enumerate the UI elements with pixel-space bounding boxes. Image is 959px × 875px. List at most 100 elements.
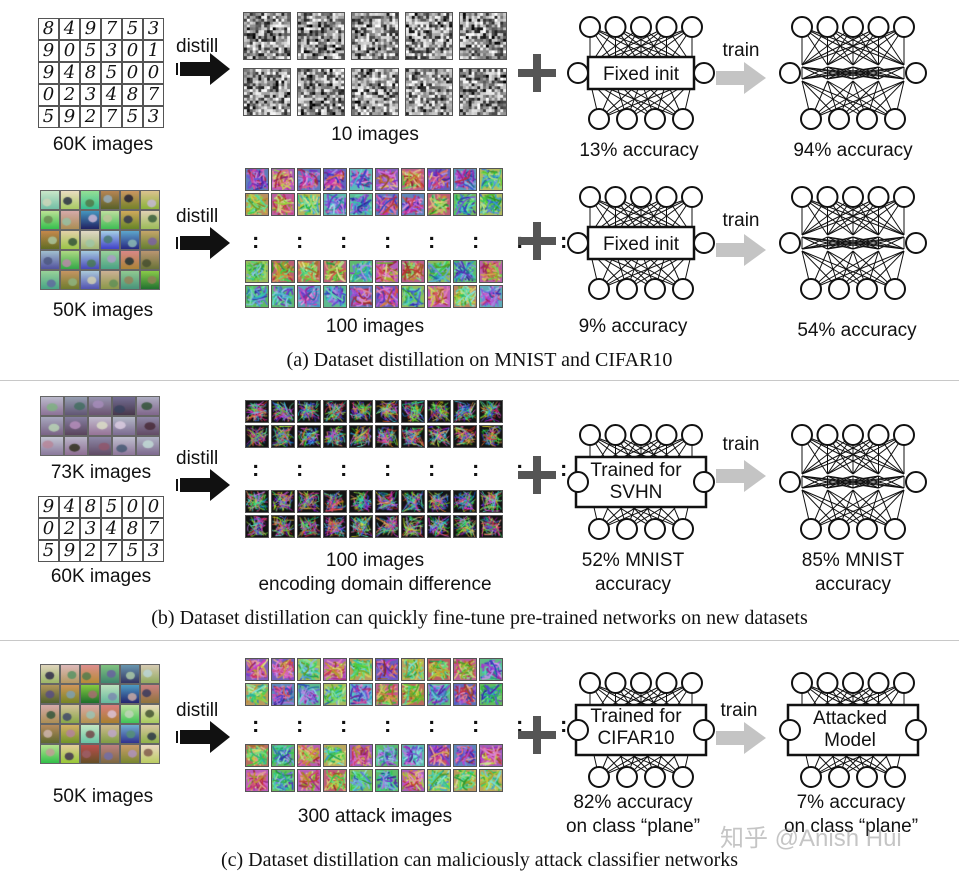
distilled-texture-image (401, 683, 425, 706)
plus-icon (518, 716, 556, 754)
source-photo (88, 396, 112, 416)
distilled-texture-image (297, 400, 321, 423)
network-node (644, 108, 666, 130)
network-label-line-2: CIFAR10 (597, 728, 675, 749)
mnist-digit: 7 (101, 540, 122, 562)
source-photo (40, 270, 60, 290)
source-photo (100, 744, 120, 764)
train-label: train (720, 700, 758, 721)
network-edge (801, 236, 828, 250)
train-label: train (722, 434, 760, 455)
distilled-texture-image (349, 744, 373, 767)
network-diagram (567, 16, 715, 130)
source-photo (60, 250, 80, 270)
distill-arrow-icon (176, 721, 230, 753)
mnist-digit: 7 (101, 18, 122, 40)
network-edge (838, 80, 905, 120)
source-photo (88, 436, 112, 456)
source-photo (40, 664, 60, 684)
distilled-texture-image (401, 193, 425, 216)
source-photo (120, 250, 140, 270)
distilled-texture-image (271, 658, 295, 681)
network-node (856, 518, 878, 540)
attack-images-top (245, 658, 505, 708)
network-node (644, 518, 666, 540)
network-edge (801, 489, 868, 530)
source-photo (100, 210, 120, 230)
network-node (655, 424, 678, 446)
source-photo (60, 684, 80, 704)
mnist-digit: 4 (59, 18, 80, 40)
network-box (574, 455, 708, 509)
network-edge (827, 26, 905, 66)
mnist-digit: 7 (143, 84, 164, 106)
distilled-texture-image (479, 744, 503, 767)
network-edge (827, 66, 905, 80)
network-node (616, 108, 638, 130)
source-photo (60, 190, 80, 210)
distilled-texture-image (245, 515, 269, 538)
distilled-texture-image (479, 515, 503, 538)
network-edge (801, 489, 896, 530)
network-edge (810, 80, 905, 120)
distilled-texture-image (323, 490, 347, 513)
mnist-digit: 3 (101, 40, 122, 62)
plus-icon (518, 456, 556, 494)
network-edge (801, 80, 896, 120)
mnist-digit: 1 (143, 40, 164, 62)
after-accuracy: 54% accuracy (797, 320, 917, 341)
source-photo (120, 190, 140, 210)
mnist-digit: 0 (143, 496, 164, 518)
source-photo (40, 230, 60, 250)
distilled-texture-image (349, 769, 373, 792)
distilled-texture-image (245, 744, 269, 767)
distilled-noise-image (297, 68, 345, 116)
mnist-digit: 3 (80, 518, 101, 540)
distilled-noise-image (297, 12, 345, 60)
distilled-texture-image (271, 515, 295, 538)
mnist-digit: 5 (38, 540, 59, 562)
distilled-texture-image (375, 658, 399, 681)
network-node (905, 719, 927, 741)
source-photo (40, 704, 60, 724)
source-photo (140, 704, 160, 724)
distilled-texture-image (245, 193, 269, 216)
network-node (579, 672, 601, 694)
mnist-digit: 9 (59, 106, 80, 128)
source-photo (140, 250, 160, 270)
mnist-digit: 3 (143, 540, 164, 562)
distilled-texture-image (453, 769, 477, 792)
distilled-texture-image (271, 425, 295, 448)
distilled-texture-image (323, 193, 347, 216)
network-node (884, 278, 906, 300)
mnist-digit: 8 (122, 518, 143, 540)
distilled-texture-image (479, 400, 503, 423)
source-photo (80, 684, 100, 704)
distilled-texture-image (297, 168, 321, 191)
network-node (693, 232, 715, 254)
distilled-texture-image (479, 193, 503, 216)
network-node (828, 278, 850, 300)
section-divider (0, 380, 959, 381)
distilled-texture-image (323, 658, 347, 681)
network-edge (801, 236, 905, 250)
network-node (630, 186, 652, 208)
distilled-noise-image (351, 68, 399, 116)
source-photo (100, 724, 120, 744)
network-edge (810, 489, 879, 530)
network-node (893, 186, 915, 208)
distilled-texture-image (271, 490, 295, 513)
network-edge (827, 236, 905, 250)
distilled-texture-image (479, 285, 503, 308)
distilled-texture-image (427, 285, 451, 308)
network-node (655, 16, 678, 38)
train-label: train (722, 40, 760, 61)
distilled-texture-image (349, 193, 373, 216)
distilled-texture-image (427, 744, 451, 767)
source-photo (100, 250, 120, 270)
distilled-texture-image (297, 285, 321, 308)
network-label-line-2: SVHN (609, 482, 663, 503)
distill-label: distill (176, 206, 219, 227)
network-node (567, 232, 589, 254)
